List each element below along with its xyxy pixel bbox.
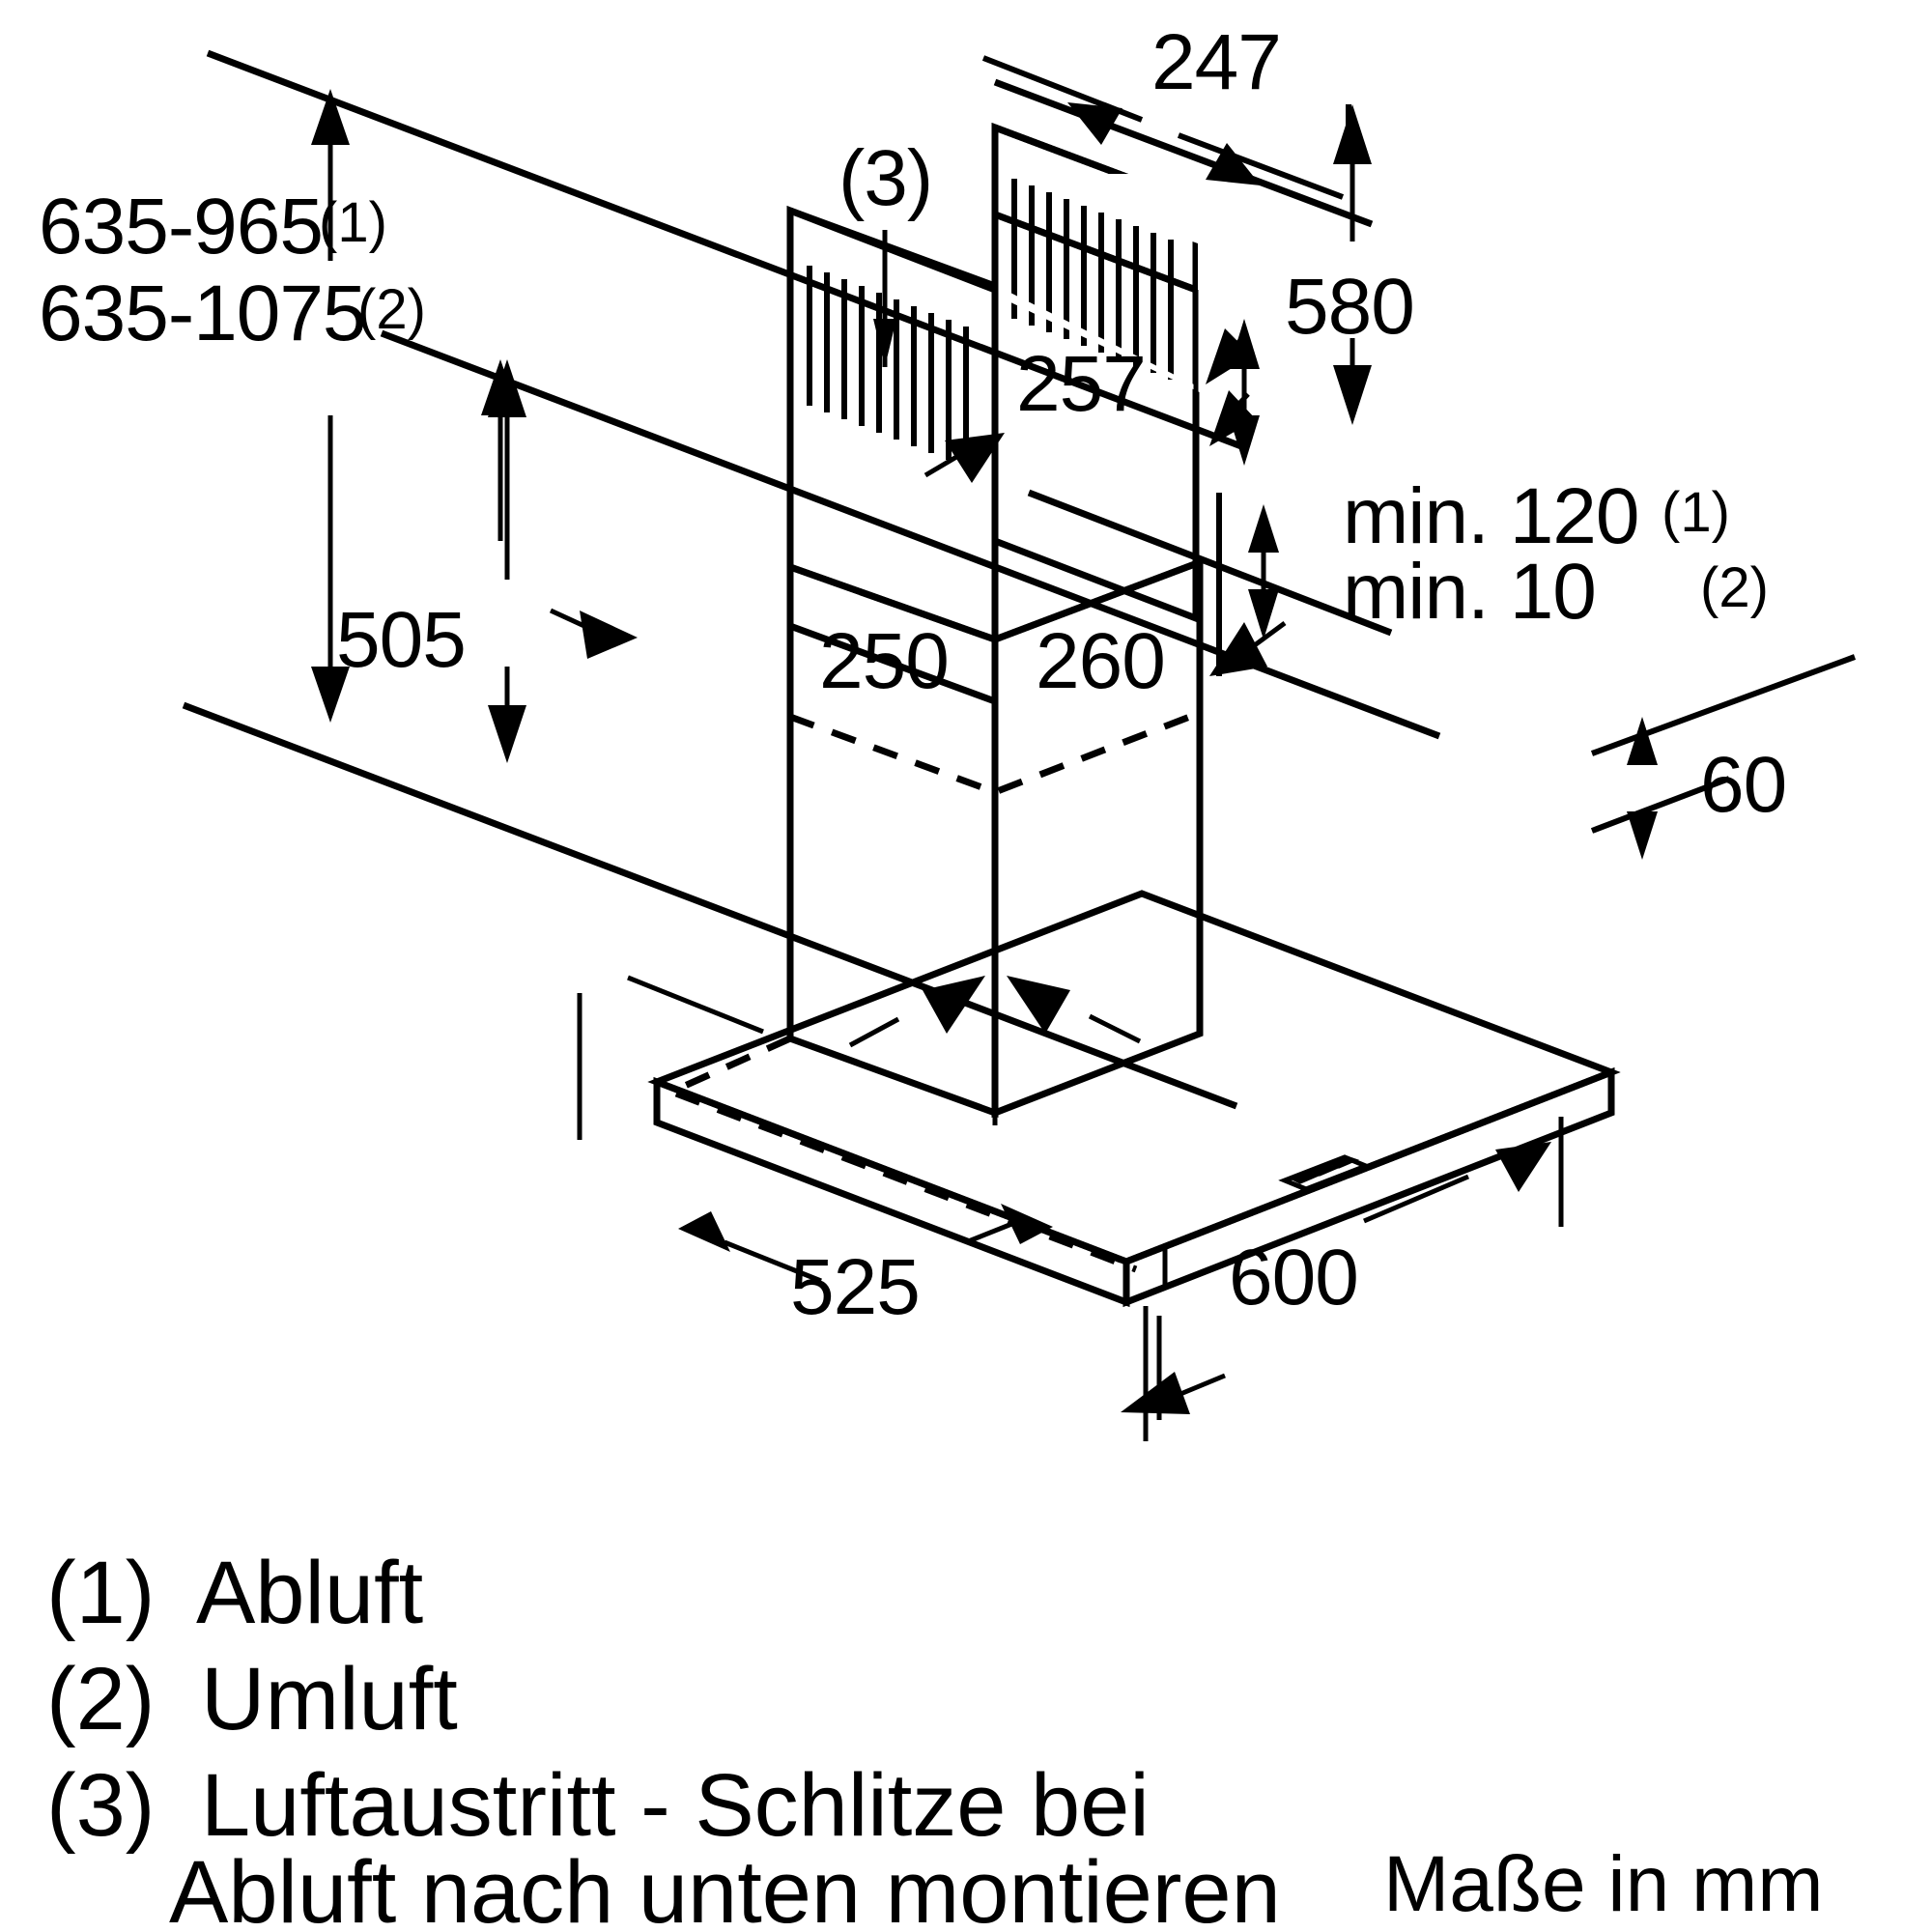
- dim-label-247: 247: [1151, 18, 1281, 106]
- reference-lines: [182, 49, 1441, 1110]
- control-panel[interactable]: [1278, 1154, 1373, 1192]
- dim-label-257: 257: [1016, 340, 1146, 428]
- units-note: Maße in mm: [1383, 1840, 1824, 1928]
- callout-3-leader: [873, 230, 896, 367]
- body-top-seam-left: [788, 563, 997, 643]
- chimney-lower-top-edge: [788, 207, 997, 290]
- svg-text:(1) Abluft: (1) Abluft: [46, 1544, 423, 1642]
- canopy-plate: [647, 890, 1621, 1308]
- dim-label-505: 505: [336, 596, 466, 684]
- dim-525: [577, 975, 1149, 1441]
- dim-label-min-120: min. 120: [1343, 472, 1639, 560]
- dim-257: [923, 290, 1260, 618]
- dim-label-60: 60: [1700, 741, 1786, 829]
- legend-text-3: Luftaustritt - Schlitze bei: [201, 1756, 1150, 1855]
- canopy-top-face: [647, 890, 1621, 1265]
- control-button-2[interactable]: [1307, 1163, 1341, 1177]
- dim-60: [1590, 654, 1857, 860]
- dim-ref-height-umluft: (2): [357, 278, 426, 341]
- dim-label-600: 600: [1229, 1234, 1358, 1321]
- legend-text-2: Umluft: [201, 1650, 458, 1748]
- outlet-slots-upper: [1005, 174, 1208, 396]
- dim-580: [1333, 104, 1372, 425]
- dim-label-260: 260: [1036, 617, 1165, 705]
- dim-label-min-10: min. 10: [1343, 548, 1596, 636]
- outlet-slots-lower: [807, 266, 969, 467]
- dim-min-gap: [1209, 493, 1287, 676]
- control-button-1[interactable]: [1288, 1171, 1321, 1184]
- svg-text:(3) Luftaustritt - Schli: (3) Luftaustritt - Schlitze bei: [46, 1756, 1150, 1855]
- canopy-front-right-face: [1122, 1066, 1615, 1308]
- canopy-rear-dashed: [674, 1035, 792, 1094]
- dim-247: [981, 55, 1345, 200]
- dim-label-525: 525: [790, 1243, 920, 1331]
- dim-505: [488, 359, 638, 763]
- dim-ref-min-120: (1): [1662, 481, 1730, 544]
- worktop-ref-line: [182, 701, 1238, 1110]
- legend-marker-1: (1): [46, 1544, 155, 1642]
- dim-ref-min-10: (2): [1700, 556, 1769, 619]
- dim-250-260: [848, 976, 1142, 1048]
- legend-marker-2: (2): [46, 1650, 155, 1748]
- ceiling-ref-line: [206, 49, 1243, 450]
- canopy-hidden-edge-dashed: [674, 1090, 1138, 1273]
- dim-label-height-umluft: 635-1075: [39, 270, 366, 357]
- hidden-seam-dashed: [788, 709, 1202, 796]
- legend-text-4: Abluft nach unten montieren: [169, 1843, 1281, 1932]
- svg-text:(2) Umluft: (2) Umluft: [46, 1650, 458, 1748]
- chimney-bottom-ref-line: [1027, 489, 1393, 637]
- dim-600: [1121, 1117, 1564, 1420]
- mid-ref-line: [380, 329, 1441, 740]
- hood-body-shaft: [786, 549, 1204, 1125]
- dim-label-height-abluft: 635-965: [39, 183, 323, 270]
- dim-label-250: 250: [819, 617, 949, 705]
- legend-marker-3: (3): [46, 1756, 155, 1855]
- body-top-seam-right: [993, 558, 1202, 643]
- legend-text-1: Abluft: [196, 1544, 423, 1642]
- callout-label-3: (3): [838, 134, 932, 222]
- control-button-3[interactable]: [1326, 1155, 1360, 1169]
- dim-height-abluft: [311, 89, 350, 723]
- dim-label-580: 580: [1285, 263, 1414, 351]
- dim-ref-height-abluft: (1): [319, 191, 387, 254]
- legend-block: (1) Abluft (2) Umluft (3) Luftaustritt -…: [46, 1544, 1281, 1932]
